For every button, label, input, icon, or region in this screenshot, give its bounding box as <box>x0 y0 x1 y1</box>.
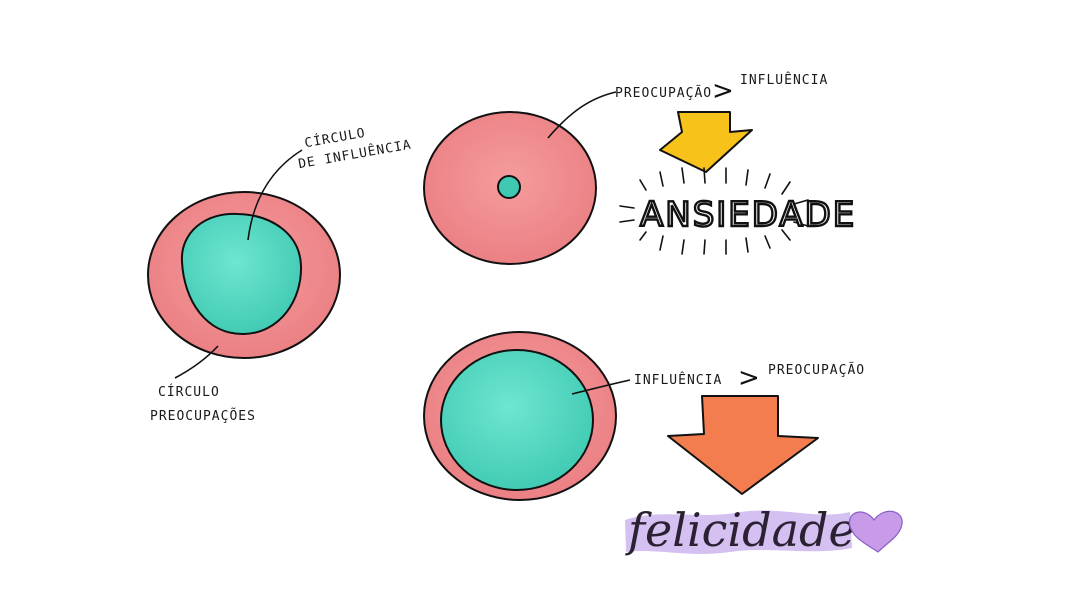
happiness-word: felicidade <box>625 503 856 557</box>
happiness-brush <box>625 510 852 554</box>
heart-icon <box>848 510 903 553</box>
term-influence-top: INFLUÊNCIA <box>740 72 828 88</box>
concentric-circles-left: CÍRCULO DE INFLUÊNCIA CÍRCULO PREOCUPAÇÕ… <box>147 125 413 424</box>
influence-circle-tiny <box>497 175 521 199</box>
down-arrow-icon <box>659 111 753 173</box>
anxiety-burst <box>619 167 809 255</box>
term-influence-bottom: INFLUÊNCIA <box>634 372 722 388</box>
greater-than-top: > <box>712 76 734 106</box>
label-worries-circle-1: CÍRCULO <box>158 384 220 400</box>
influence-circle-large <box>440 349 594 491</box>
down-arrow-icon <box>667 395 819 495</box>
anxiety-word: ANSIEDADE <box>640 195 856 235</box>
worries-dominant-circles: PREOCUPAÇÃO > INFLUÊNCIA <box>423 72 856 265</box>
term-worry-bottom: PREOCUPAÇÃO <box>768 362 865 378</box>
influence-circle-left <box>180 212 303 336</box>
leader-line-worries <box>174 345 219 379</box>
leader-line-bottom <box>571 379 631 395</box>
leader-line-top <box>547 91 617 139</box>
influence-dominant-circles: INFLUÊNCIA > PREOCUPAÇÃO felicidade <box>423 331 903 557</box>
term-worry-top: PREOCUPAÇÃO <box>615 85 712 101</box>
greater-than-bottom: > <box>738 363 760 393</box>
leader-line-influence <box>247 149 303 241</box>
label-worries-circle-2: PREOCUPAÇÕES <box>150 408 256 424</box>
